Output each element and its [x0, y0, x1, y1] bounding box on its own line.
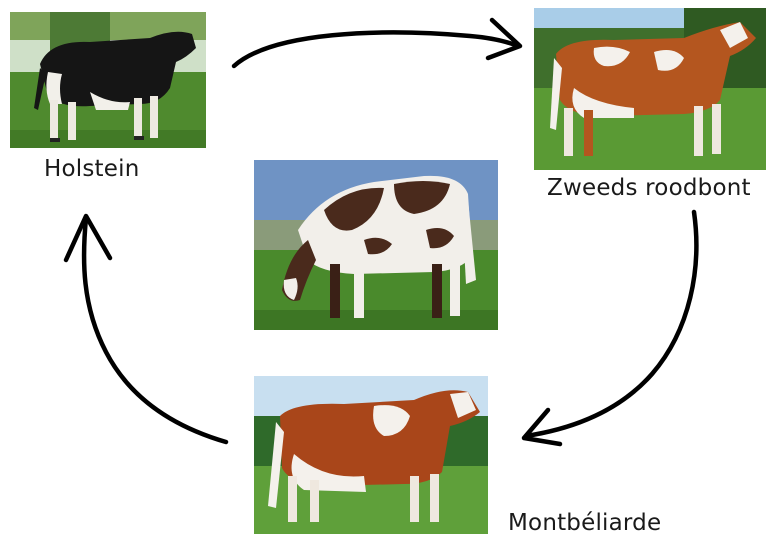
arrow-holstein-to-zweeds-icon — [234, 32, 518, 66]
arrow-zweeds-to-montbeliarde-head-icon — [524, 410, 560, 444]
arrow-montbeliarde-to-holstein-head-icon — [66, 216, 110, 260]
arrow-zweeds-to-montbeliarde-icon — [526, 212, 696, 436]
